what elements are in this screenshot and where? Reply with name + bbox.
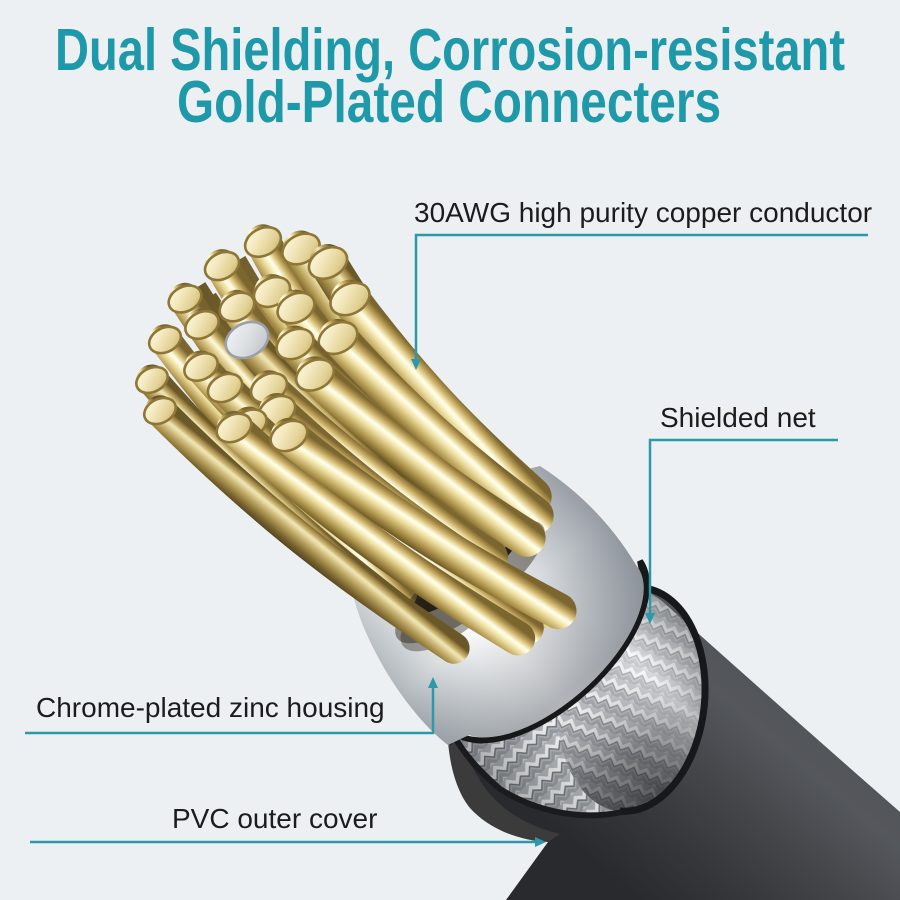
svg-text:Gold-Plated Connecters: Gold-Plated Connecters bbox=[177, 69, 721, 135]
svg-text:Shielded net: Shielded net bbox=[660, 402, 816, 433]
svg-text:Chrome-plated zinc housing: Chrome-plated zinc housing bbox=[36, 692, 385, 723]
svg-text:Dual Shielding, Corrosion-resi: Dual Shielding, Corrosion-resistant bbox=[55, 17, 845, 83]
svg-text:PVC outer cover: PVC outer cover bbox=[172, 803, 377, 834]
svg-text:30AWG high purity copper condu: 30AWG high purity copper conductor bbox=[414, 197, 872, 228]
